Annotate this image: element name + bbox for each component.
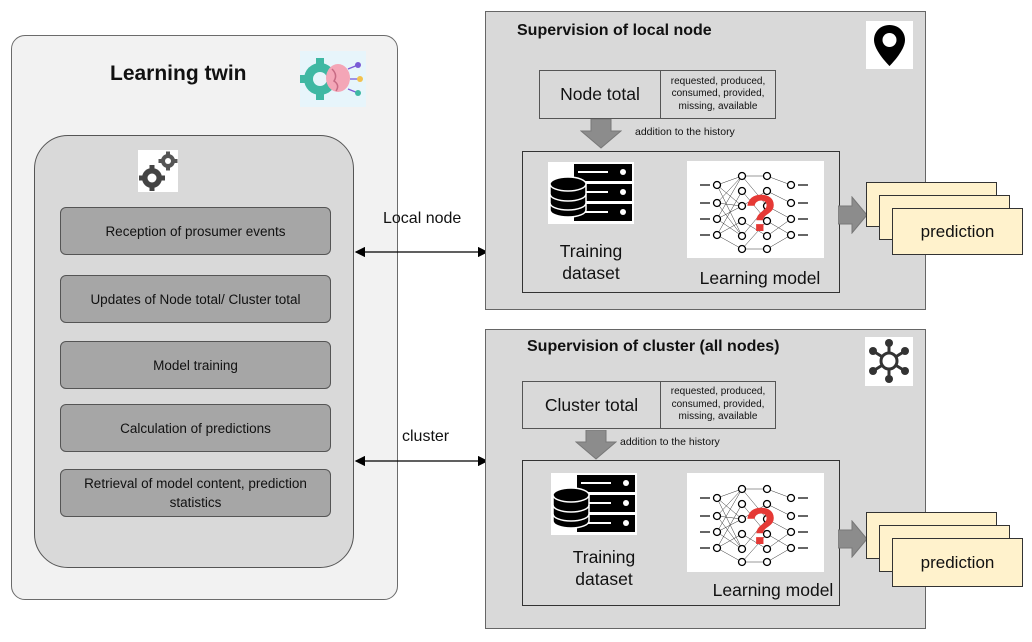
neural-network-icon: ? <box>687 161 824 258</box>
cluster-title: Supervision of cluster (all nodes) <box>527 338 780 355</box>
cluster-total-box: Cluster total <box>522 381 661 429</box>
learning-twin-title: Learning twin <box>110 62 247 85</box>
connector-arrows <box>354 246 489 467</box>
training-dataset-label: Training dataset <box>559 241 623 283</box>
brain-gear-icon <box>299 51 366 107</box>
cluster-connection-label: cluster <box>402 428 450 445</box>
node-total-attributes: requested, produced, consumed, provided,… <box>660 70 776 119</box>
down-arrow-icon <box>575 430 617 460</box>
right-arrow-icon <box>838 520 868 558</box>
network-hub-icon <box>865 337 913 386</box>
location-pin-icon <box>866 21 913 69</box>
right-arrow-icon <box>838 196 868 234</box>
neural-network-icon: ? <box>687 473 824 572</box>
learning-model-label: Learning model <box>699 268 821 288</box>
history-label: addition to the history <box>620 436 720 448</box>
prediction-label: prediction <box>892 538 1023 587</box>
down-arrow-icon <box>580 119 622 149</box>
svg-text:?: ? <box>745 498 777 556</box>
node-total-box: Node total <box>539 70 661 119</box>
function-box: Reception of prosumer events <box>60 207 331 255</box>
database-server-icon <box>551 473 637 535</box>
function-box: Calculation of predictions <box>60 404 331 452</box>
training-dataset-label: Training dataset <box>572 547 636 589</box>
learning-model-label: Learning model <box>712 580 834 600</box>
function-box: Retrieval of model content, prediction s… <box>60 469 331 517</box>
history-label: addition to the history <box>635 126 735 138</box>
function-box: Updates of Node total/ Cluster total <box>60 275 331 323</box>
function-box: Model training <box>60 341 331 389</box>
local-node-connection-label: Local node <box>383 210 462 227</box>
svg-text:?: ? <box>745 185 777 243</box>
gears-icon <box>138 150 178 192</box>
cluster-total-attributes: requested, produced, consumed, provided,… <box>660 381 776 429</box>
prediction-label: prediction <box>892 208 1023 255</box>
local-node-title: Supervision of local node <box>517 22 712 39</box>
database-server-icon <box>548 162 634 224</box>
